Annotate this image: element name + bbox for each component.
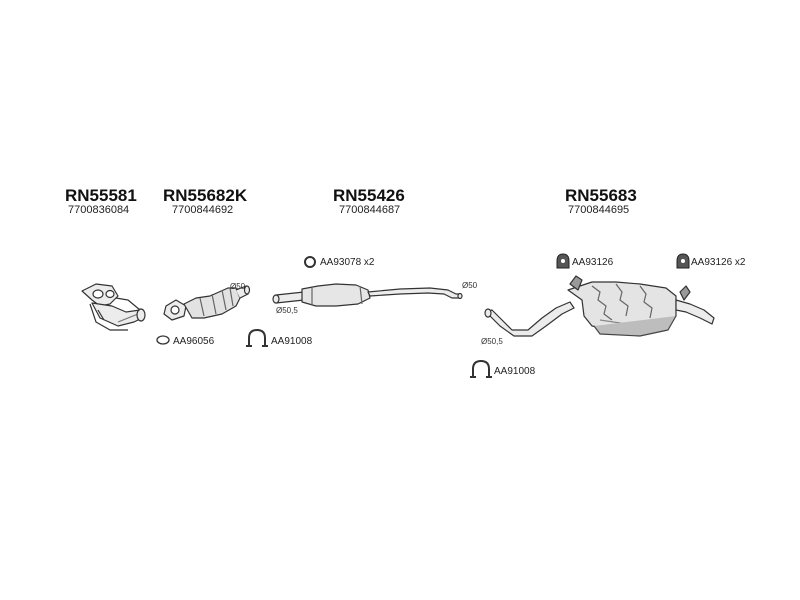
catalyst-part [163,285,251,321]
gasket-icon [156,335,170,345]
hanger-icon [556,253,570,269]
rear-silencer-part [484,275,715,337]
part-number-rear-silencer: RN55683 [565,186,637,205]
hanger-label-pair: AA93126 x2 [691,257,746,268]
oem-number-catalyst: 7700844692 [172,204,234,216]
clamp-icon-rear [470,359,492,378]
clamp-icon [246,328,268,347]
oem-number-rear-silencer: 7700844695 [568,204,630,216]
front-pipe-part [81,283,146,331]
hanger-label: AA93126 [572,257,614,268]
gasket-label: AA96056 [173,336,215,347]
diameter-label-cat-outlet: Ø50 [230,282,246,291]
oem-number-middle-silencer: 7700844687 [339,204,401,216]
middle-silencer-part [272,283,463,307]
rubber-ring-label: AA93078 x2 [320,257,375,268]
diameter-label-mid-inlet: Ø50,5 [276,306,298,315]
clamp-label-rear: AA91008 [494,366,536,377]
diameter-label-rear-inlet: Ø50,5 [481,337,503,346]
diameter-label-mid-outlet: Ø50 [462,281,478,290]
rubber-ring-icon [304,256,316,268]
clamp-label: AA91008 [271,336,313,347]
part-number-middle-silencer: RN55426 [333,186,405,205]
part-number-catalyst: RN55682K [163,186,248,205]
oem-number-manifold: 7700836084 [68,204,130,216]
hanger-icon-pair [676,253,690,269]
part-number-manifold: RN55581 [65,186,137,205]
